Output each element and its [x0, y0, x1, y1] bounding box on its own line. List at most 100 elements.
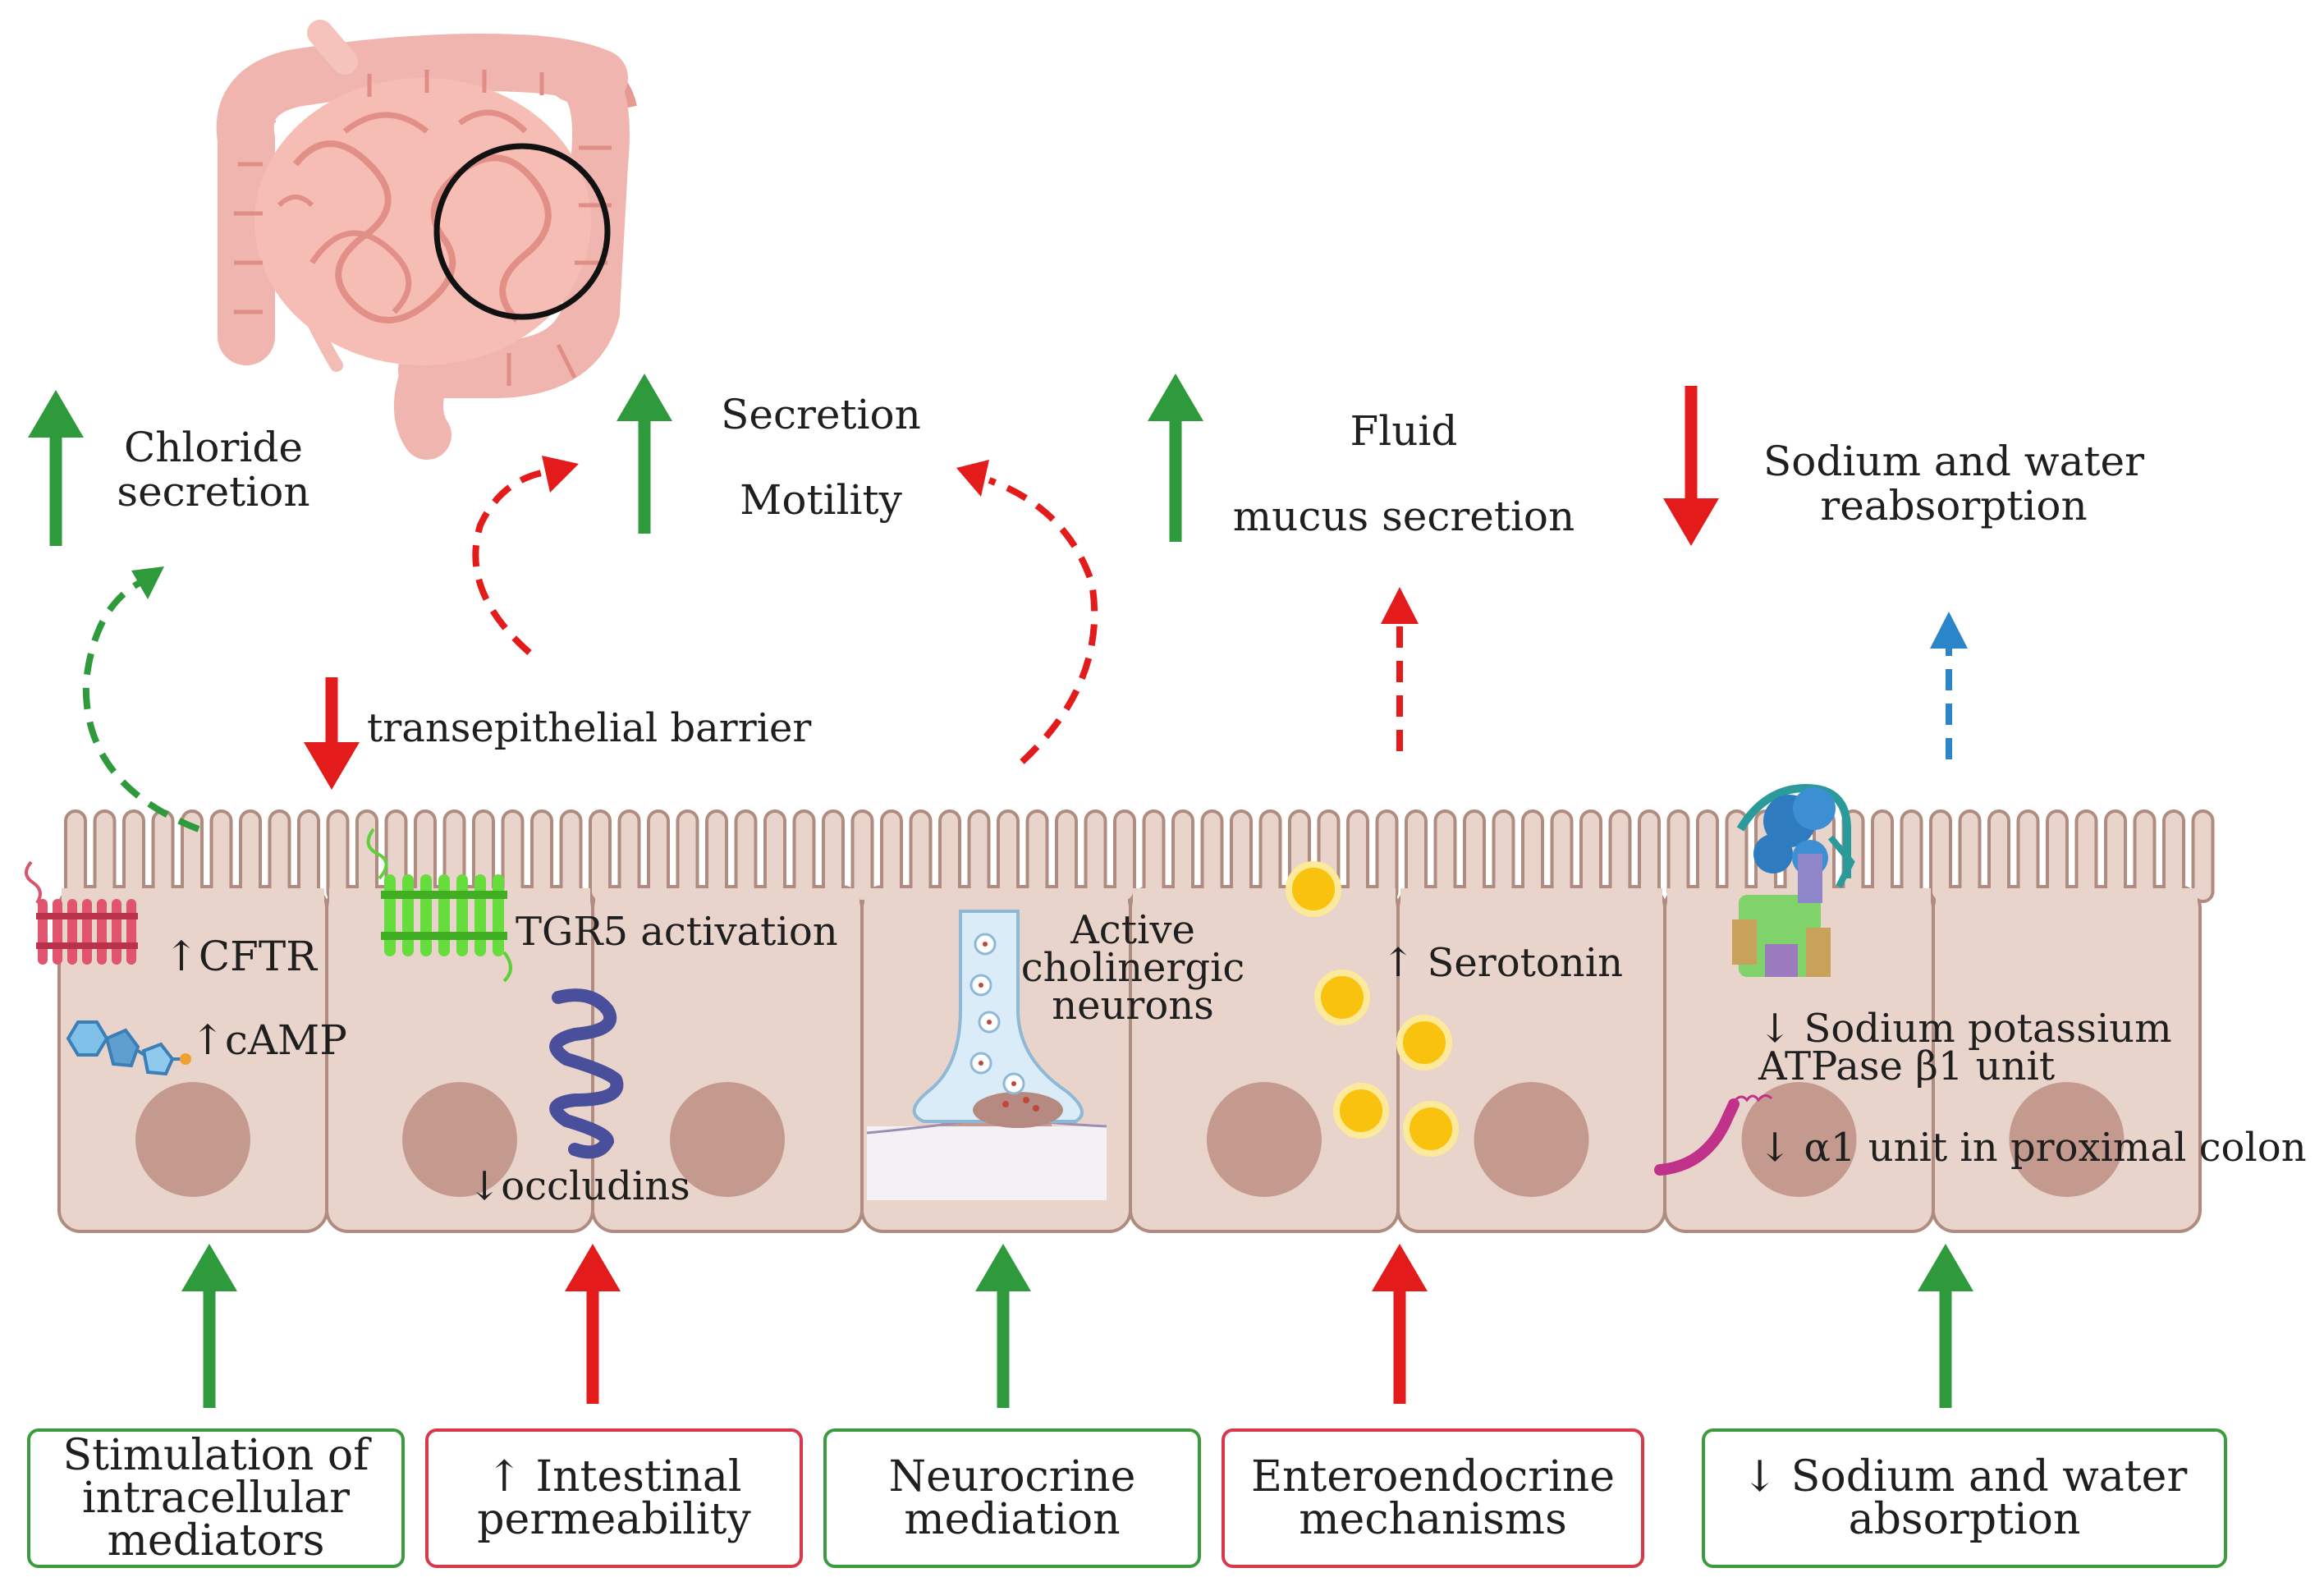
cholinergic-line-3: neurons [1052, 983, 1214, 1029]
mechanism-2-line-1: ↑ Intestinal [486, 1452, 742, 1502]
microvillus [151, 809, 175, 903]
microvillus [1900, 809, 1923, 903]
cell-nucleus [1741, 1082, 1857, 1197]
chloride-up-arrow-head [28, 390, 84, 438]
barrier-dashed-arrow [472, 469, 547, 655]
camp-label: ↑cAMP [190, 1016, 347, 1064]
cell-nucleus [1207, 1082, 1322, 1197]
microvillus [501, 809, 525, 903]
tgr5-receptor-icon [366, 828, 512, 983]
mechanism-1-line-1: Stimulation of [62, 1431, 369, 1480]
sodium-potassium-label: ↓ Sodium potassium ATPase β1 unit [1758, 1009, 2172, 1089]
na-k-atpase-icon [1732, 783, 1855, 977]
microvillus [850, 809, 874, 903]
neuron-synapse-icon [866, 910, 1107, 1200]
microvillus [1084, 809, 1107, 903]
mechanism-5-line-1: ↓ Sodium and water [1741, 1452, 2188, 1502]
microvillus [1492, 809, 1515, 903]
microvillus [2191, 809, 2215, 903]
cell-nucleus [1474, 1082, 1589, 1197]
cell-apical-surface [1400, 888, 1662, 913]
microvillus [2074, 809, 2098, 903]
alpha1-unit-label: ↓ α1 unit in proximal colon [1758, 1125, 2307, 1171]
barrier-down-arrow-head [304, 742, 360, 790]
neuron-dashed-arrow-head [956, 460, 989, 497]
cell-nucleus [402, 1082, 517, 1197]
microvillus [1958, 809, 1982, 903]
occludin-protein-icon [549, 988, 624, 1159]
microvillus [1463, 809, 1486, 903]
cell-nucleus [2009, 1082, 2125, 1197]
microvillus [93, 809, 117, 903]
mucus-dashed-arrow-head [1381, 587, 1419, 624]
arrows-layer [28, 374, 1973, 1408]
chloride-secretion-label: Chloride secretion [86, 425, 341, 514]
microvillus [1987, 809, 2010, 903]
microvillus [1405, 809, 1428, 903]
microvillus [938, 809, 961, 903]
microvillus [1666, 809, 1690, 903]
microvillus [617, 809, 641, 903]
mediator-dashed-arrow-head [131, 566, 164, 599]
mechanism-5-line-2: absorption [1848, 1495, 2081, 1544]
mechanism-box-sodium-water-absorption: ↓ Sodium and water absorption [1702, 1428, 2227, 1568]
cell-nucleus [135, 1082, 250, 1197]
sodium-reabsorption-label: Sodium and water reabsorption [1740, 439, 2167, 528]
microvillus [1055, 809, 1078, 903]
cholinergic-neurons-label: Active cholinergic neurons [1010, 910, 1256, 1029]
microvillus [822, 809, 845, 903]
chloride-line-1: Chloride [123, 424, 304, 471]
cell-apical-surface [595, 888, 859, 913]
microvillus [1521, 809, 1544, 903]
mechanism-4-line-1: Enteroendocrine [1250, 1452, 1615, 1502]
microvillus [909, 809, 933, 903]
mechanism-3-line-1: Neurocrine [888, 1452, 1136, 1502]
enteroendocrine-up-arrow-head [1372, 1244, 1428, 1291]
cell-apical-surface [1133, 888, 1396, 913]
microvillus [589, 809, 612, 903]
microvillus [2016, 809, 2040, 903]
microvillus [647, 809, 670, 903]
microvillus [792, 809, 816, 903]
mucus-secretion-label: mucus secretion [1232, 493, 1575, 540]
sodium-potassium-line-2: ATPase β1 unit [1758, 1043, 2056, 1089]
microvillus [2162, 809, 2185, 903]
secretion-label: Secretion [721, 391, 921, 438]
cftr-label: ↑CFTR [164, 933, 317, 980]
alpha1-subunit-icon [1654, 1094, 1773, 1176]
sodium-reabsorption-down-arrow-head [1663, 498, 1719, 546]
microvillus [559, 809, 583, 903]
transepithelial-barrier-label: transepithelial barrier [367, 705, 812, 751]
mechanism-box-enteroendocrine-mechanisms: Enteroendocrine mechanisms [1222, 1428, 1644, 1568]
microvillus [209, 809, 233, 903]
microvillus [268, 809, 291, 903]
microvillus [997, 809, 1020, 903]
microvillus [1230, 809, 1253, 903]
microvillus [2104, 809, 2127, 903]
mechanism-2-line-2: permeability [477, 1495, 751, 1544]
microvillus [1200, 809, 1224, 903]
cftr-receptor-icon [25, 860, 138, 965]
neurocrine-up-arrow-head [975, 1244, 1031, 1291]
fluid-up-arrow-head [1148, 374, 1203, 421]
intestine-icon [216, 20, 637, 460]
microvillus [1579, 809, 1602, 903]
serotonin-granule-icon [1286, 861, 1459, 1157]
microvillus [326, 809, 350, 903]
serotonin-label: ↑ Serotonin [1382, 940, 1623, 986]
microvillus [239, 809, 262, 903]
sodium-reabs-line-2: reabsorption [1820, 482, 2088, 530]
sodium-reabs-line-1: Sodium and water [1763, 438, 2144, 485]
microvillus [1375, 809, 1399, 903]
microvillus [1258, 809, 1282, 903]
microvilli [64, 809, 2215, 903]
permeability-up-arrow-head [565, 1244, 621, 1291]
mechanism-3-line-2: mediation [904, 1495, 1121, 1544]
mechanism-4-line-2: mechanisms [1299, 1495, 1567, 1544]
microvillus [1113, 809, 1136, 903]
microvillus [1871, 809, 1894, 903]
microvillus [676, 809, 699, 903]
microvillus [734, 809, 758, 903]
